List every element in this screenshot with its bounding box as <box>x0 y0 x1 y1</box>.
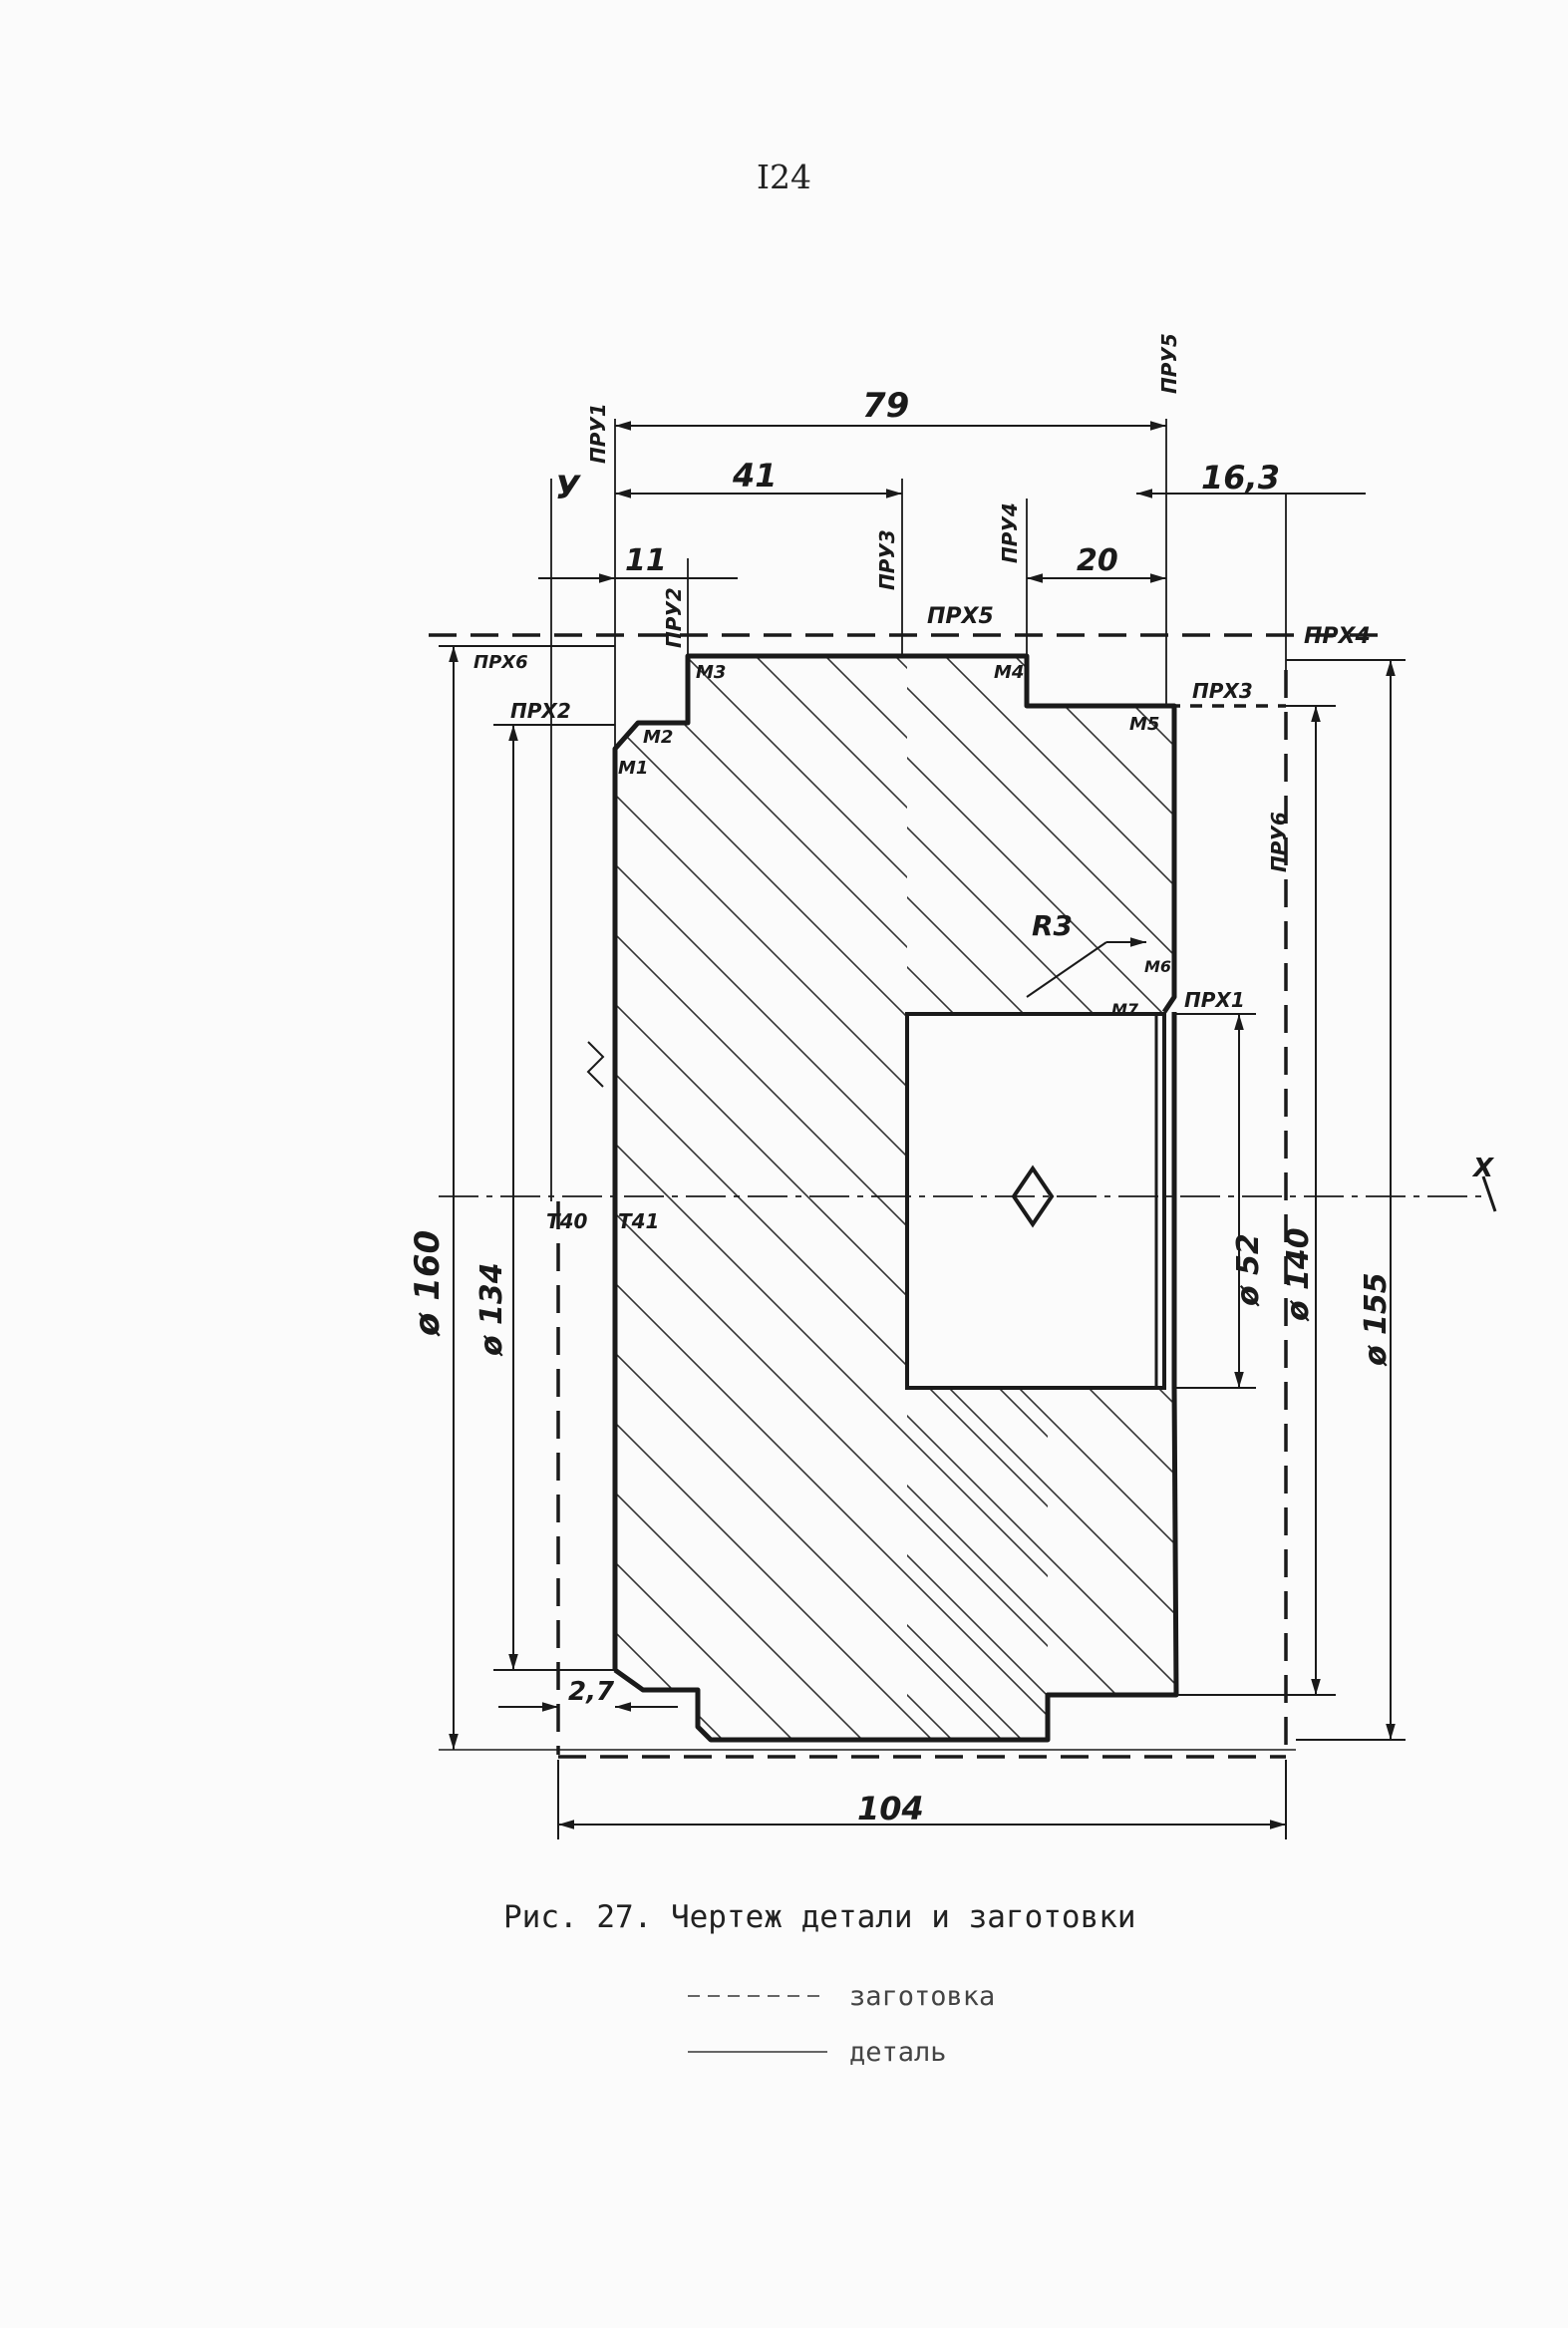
hatch-line <box>907 1388 1176 1740</box>
tag-prx2: ПРХ2 <box>510 699 571 723</box>
hatch-line <box>1076 656 1174 1014</box>
tag-m4: М4 <box>994 662 1024 683</box>
hatch-line <box>615 656 1048 1740</box>
axis-x-label: Х <box>1471 1154 1495 1183</box>
tag-m6: М6 <box>1144 957 1171 976</box>
hatch-line <box>615 656 669 1740</box>
tag-pry5: ПРУ5 <box>1157 333 1181 394</box>
tag-pry3: ПРУ3 <box>875 529 899 590</box>
hatch-line <box>907 1388 1038 1740</box>
tag-prx6: ПРХ6 <box>473 652 528 673</box>
hatch-line <box>615 656 808 1740</box>
hatch-line <box>907 1388 968 1740</box>
hatch-line <box>615 656 739 1740</box>
tag-pry2: ПРУ2 <box>662 587 686 648</box>
tag-m5: М5 <box>1129 714 1159 735</box>
hatch-line <box>936 1388 1176 1740</box>
tag-m3: М3 <box>696 662 726 683</box>
dim-dia52: ø 52 <box>1231 1233 1266 1307</box>
dim-2-7: 2,7 <box>568 1677 615 1707</box>
figure-caption: Рис. 27. Чертеж детали и заготовки <box>503 1899 1136 1935</box>
hatch-line <box>615 656 1048 1740</box>
legend-blank-label: заготовка <box>849 1980 996 2012</box>
axis-y-label: У <box>555 469 581 506</box>
dim-dia160: ø 160 <box>408 1230 448 1337</box>
tag-prx4: ПРХ4 <box>1304 624 1371 649</box>
hatch-line <box>936 656 1174 1014</box>
legend-blank: заготовка <box>688 1980 996 2012</box>
legend-solid-line <box>688 2051 827 2053</box>
dim-41: 41 <box>732 457 778 495</box>
hatch-line <box>907 1388 1107 1740</box>
center-diamond-marker <box>1011 1164 1055 1228</box>
tag-prx3: ПРХ3 <box>1192 679 1253 703</box>
dim-104: 104 <box>857 1790 924 1828</box>
dim-dia155: ø 155 <box>1359 1272 1394 1367</box>
tag-prx1: ПРХ1 <box>1184 988 1245 1012</box>
hatch-line <box>1145 1388 1176 1740</box>
part-contour <box>612 653 1179 1743</box>
hatch-line <box>518 648 897 1027</box>
tag-pry6: ПРУ6 <box>1267 812 1291 872</box>
dimension-lines <box>439 421 1406 1839</box>
hatch-line <box>1076 1388 1176 1740</box>
tag-pry4: ПРУ4 <box>998 502 1022 563</box>
page-number: I24 <box>756 158 812 196</box>
hatch-line <box>615 656 1048 1740</box>
tag-t40: Т40 <box>546 1209 588 1233</box>
section-hatching <box>0 648 1176 1755</box>
hatch-line <box>677 656 1048 1740</box>
hatch-line <box>1006 656 1174 1014</box>
tag-prx5: ПРХ5 <box>927 604 994 629</box>
tag-t41: Т41 <box>618 1209 659 1233</box>
hatch-line <box>615 656 948 1740</box>
hatch-line <box>907 656 1174 1014</box>
hatch-line <box>615 656 1018 1740</box>
hatch-line <box>615 656 1048 1740</box>
dim-11: 11 <box>625 543 667 578</box>
tag-m1: М1 <box>618 758 648 779</box>
hatch-line <box>907 656 1107 1014</box>
hatch-line <box>907 656 968 1014</box>
axis-lines <box>439 419 1497 1751</box>
legend-part-label: деталь <box>849 2036 947 2068</box>
blank-contour <box>429 633 1386 1759</box>
legend-dashed-line <box>688 1995 827 1997</box>
hatch-line <box>615 656 1048 1740</box>
bore-contour <box>905 1012 1166 1390</box>
hatch-line <box>0 648 598 1755</box>
tag-m7: М7 <box>1111 1000 1139 1019</box>
hatch-line <box>615 656 1048 1740</box>
dim-dia134: ø 134 <box>474 1262 509 1357</box>
dim-79: 79 <box>862 386 909 426</box>
hatch-line <box>615 656 1048 1740</box>
hatch-line <box>1006 1388 1176 1740</box>
dim-20: 20 <box>1077 543 1118 578</box>
hatch-line <box>907 1388 1176 1740</box>
hatch-line <box>907 656 1038 1014</box>
reference-tags: ПРУ1 ПРУ2 ПРУ3 ПРУ4 ПРУ5 ПРУ6 ПРХ1 ПРХ2 … <box>473 333 1371 1233</box>
hatch-line <box>907 656 1174 1014</box>
tag-pry1: ПРУ1 <box>586 403 610 464</box>
dim-dia140: ø 140 <box>1281 1227 1316 1322</box>
hatch-line <box>615 656 1048 1740</box>
dimension-labels: 79 41 11 20 16,3 104 2,7 R3 ø 160 ø 134 … <box>408 386 1495 1828</box>
tag-m2: М2 <box>643 727 673 748</box>
dim-16-3: 16,3 <box>1201 459 1280 497</box>
dim-r3: R3 <box>1032 909 1073 942</box>
legend-part: деталь <box>688 2036 947 2068</box>
hatch-line <box>615 656 878 1740</box>
